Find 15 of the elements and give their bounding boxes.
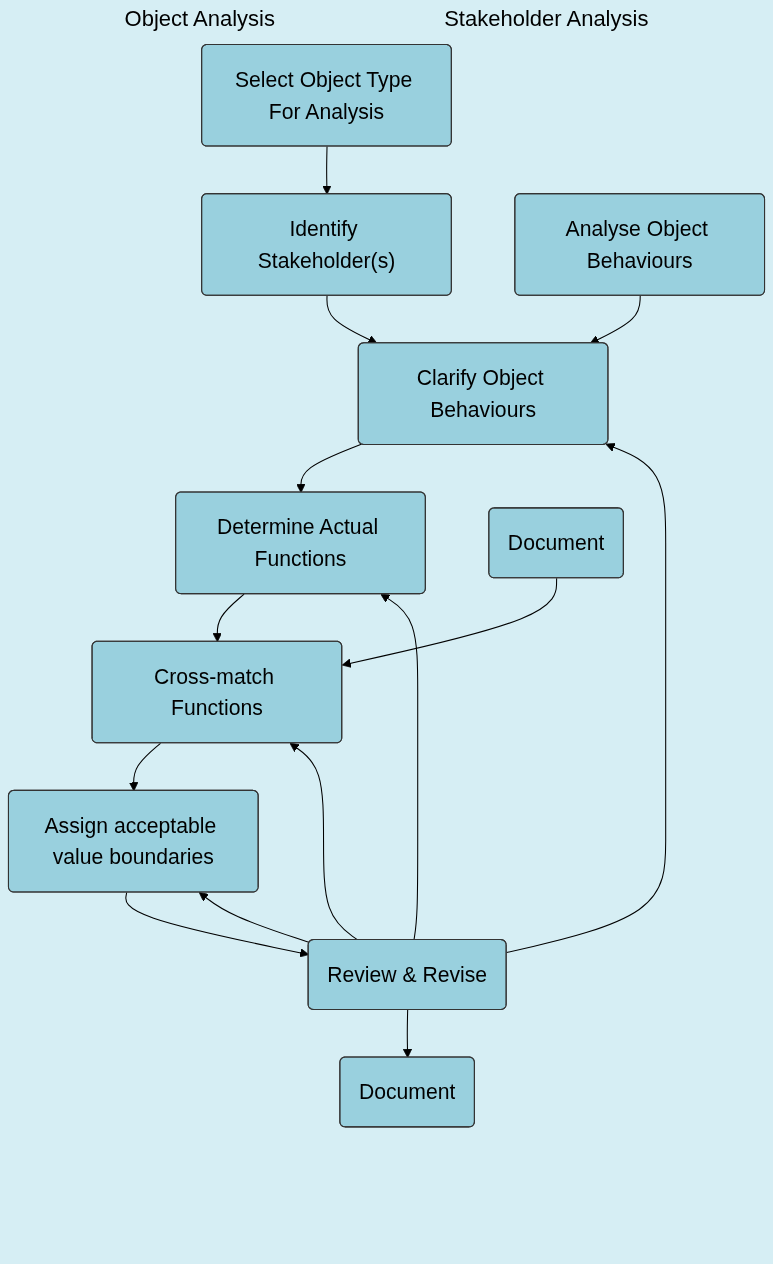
arrow — [402, 1009, 413, 1058]
arrow — [125, 891, 310, 958]
arrow — [289, 742, 359, 941]
arrow — [198, 892, 310, 944]
arrow — [589, 295, 641, 344]
arrow — [129, 742, 162, 792]
arrow — [326, 295, 378, 344]
arrow — [380, 593, 419, 941]
arrow — [212, 593, 245, 643]
column-heading: Object Analysis — [124, 6, 275, 33]
arrow — [341, 577, 558, 668]
arrow — [506, 442, 667, 954]
arrow — [296, 443, 362, 493]
column-heading: Stakeholder Analysis — [444, 6, 649, 33]
arrow — [322, 146, 332, 195]
